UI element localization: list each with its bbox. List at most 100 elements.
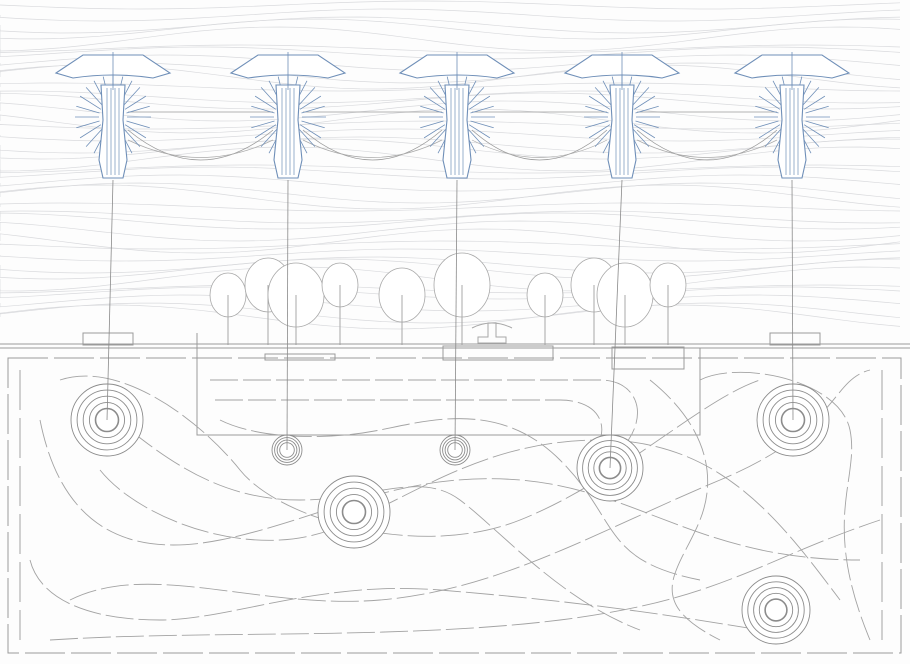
sunburst-ray (468, 124, 491, 139)
sunburst-ray (251, 120, 275, 129)
sunburst-ray (466, 127, 485, 147)
cable-sag (127, 129, 274, 161)
wind-line (0, 228, 901, 254)
downpipe (106, 179, 114, 421)
well-ring (323, 481, 385, 543)
sunburst-ray (631, 127, 650, 147)
sunburst-ray (758, 124, 781, 139)
wind-line (0, 136, 901, 154)
sunburst-ray (299, 124, 322, 139)
flow-line (29, 559, 761, 631)
well-ring (82, 395, 132, 445)
wind-line (0, 8, 901, 22)
cable-sag (302, 139, 443, 158)
wind-line (0, 256, 901, 274)
sunburst-ray (301, 120, 325, 129)
sunburst-ray (633, 124, 656, 139)
vertical-pipes (106, 179, 794, 469)
wind-line (0, 166, 901, 180)
well-ring (88, 401, 126, 439)
cable-sag (471, 139, 608, 158)
sunburst-ray (79, 124, 102, 139)
wind-line (0, 100, 901, 122)
well-ring (341, 499, 367, 525)
wind-line (0, 210, 901, 224)
flow-line (699, 371, 871, 641)
sunburst-ray (585, 120, 609, 129)
flow-line (99, 439, 841, 601)
well-ring (317, 475, 391, 549)
flow-line (49, 519, 881, 641)
sunburst-ray (251, 105, 275, 114)
wind-line (0, 44, 901, 54)
umbrella-column (607, 84, 637, 179)
sunburst-ray (466, 87, 485, 107)
well-ring (741, 575, 811, 645)
sunburst-ray (79, 95, 102, 110)
sunburst-ray (594, 87, 613, 107)
wind-line (0, 220, 901, 242)
sunburst-ray (122, 87, 141, 107)
well-ring (758, 592, 794, 628)
sunburst-ray (631, 87, 650, 107)
well-ring (329, 487, 379, 537)
well-ring (747, 581, 805, 639)
sunburst-ray (124, 124, 147, 139)
sunburst-ray (755, 105, 779, 114)
flow-line (649, 379, 721, 641)
flow-line (69, 369, 871, 602)
sunburst-ray (76, 105, 100, 114)
sunburst-ray (423, 95, 446, 110)
sunburst-ray (254, 95, 277, 110)
sunburst-ray (805, 120, 829, 129)
wind-line (0, 128, 901, 142)
sunburst-ray (260, 127, 279, 147)
wind-line (0, 108, 901, 134)
sunburst-ray (594, 127, 613, 147)
well-ring (335, 493, 373, 531)
flow-line (39, 419, 861, 561)
bench-left (82, 332, 134, 346)
groundwater-flow-lines (19, 369, 883, 641)
sunburst-ray (420, 120, 444, 129)
wind-line (0, 138, 900, 160)
wind-line (0, 212, 901, 230)
sunburst-ray (126, 120, 150, 129)
sunburst-ray (588, 95, 611, 110)
pool-edge (442, 345, 554, 361)
cable-sag (471, 129, 608, 161)
sunburst-ray (803, 124, 826, 139)
sunburst-ray (755, 120, 779, 129)
sunburst-ray (126, 105, 150, 114)
downpipe (609, 179, 623, 469)
sunburst-ray (423, 124, 446, 139)
wind-line (0, 304, 901, 330)
sunburst-ray (297, 127, 316, 147)
sunburst-ray (297, 87, 316, 107)
bench-right (769, 332, 821, 346)
sunburst-ray (429, 87, 448, 107)
sunburst-ray (260, 87, 279, 107)
park-trees (209, 252, 687, 345)
outer-boundary (7, 357, 902, 654)
well-ring (76, 389, 138, 451)
sunburst-ray (633, 95, 656, 110)
sunburst-ray (470, 105, 494, 114)
sunburst-ray (801, 127, 820, 147)
stairs (611, 346, 685, 370)
sunburst-ray (635, 120, 659, 129)
umbrella-column (777, 84, 807, 179)
sunburst-ray (85, 127, 104, 147)
flow-line (210, 379, 638, 451)
umbrella-column (98, 84, 128, 179)
well-ring (598, 456, 622, 480)
sunburst-ray (758, 95, 781, 110)
basin-outline (196, 333, 701, 436)
wind-line (0, 0, 901, 10)
downpipe (454, 179, 458, 451)
sunburst-ray (76, 120, 100, 129)
well-ring (587, 445, 633, 491)
downpipe (286, 179, 289, 451)
